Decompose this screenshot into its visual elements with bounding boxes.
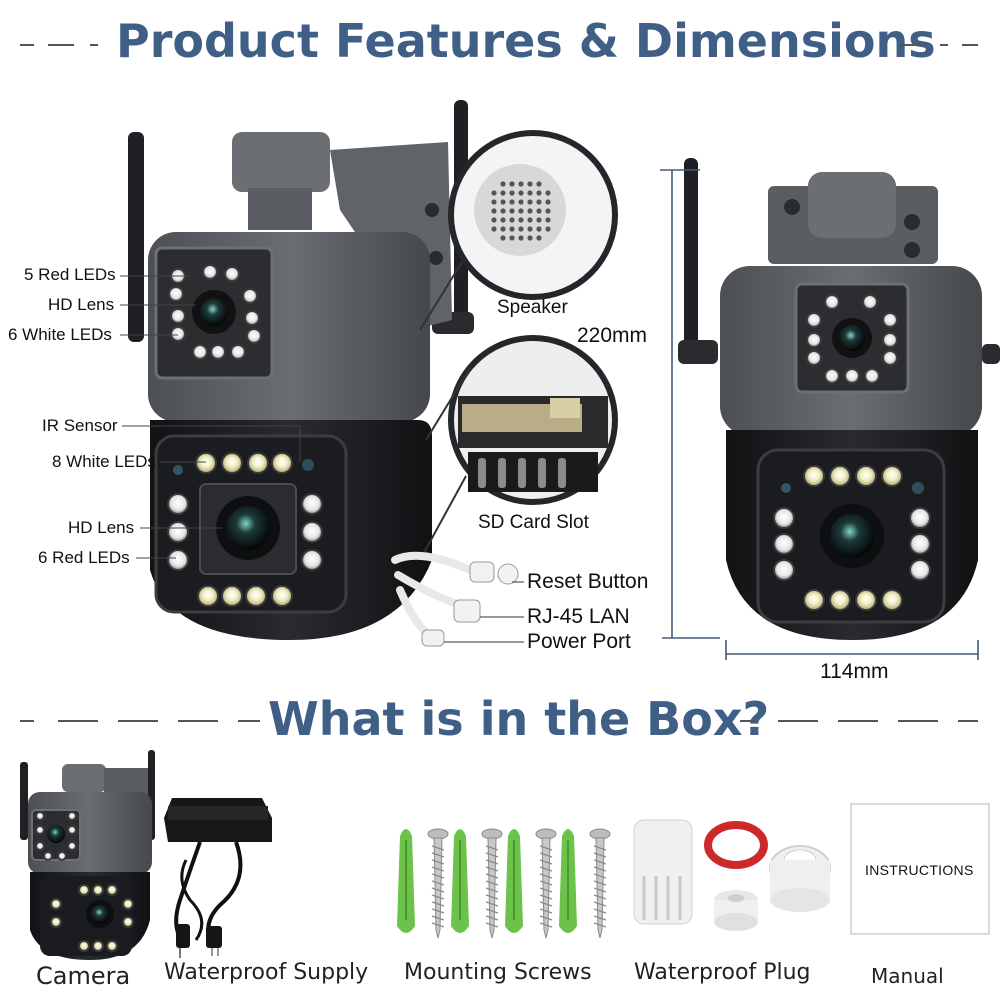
label-bottom-hd-lens: HD Lens <box>68 518 135 537</box>
divider <box>90 44 98 46</box>
caption-waterproof-plug: Waterproof Plug <box>634 960 811 985</box>
label-power-port: Power Port <box>527 630 631 653</box>
label-top-hd-lens: HD Lens <box>48 295 115 314</box>
antenna-left <box>128 132 144 342</box>
camera-side-view <box>678 158 1000 640</box>
label-sd-card-slot: SD Card Slot <box>478 512 589 533</box>
label-bottom-red-leds: 6 Red LEDs <box>38 548 130 567</box>
dimension-height: 220mm <box>577 324 648 347</box>
caption-mounting-screws: Mounting Screws <box>404 960 592 985</box>
divider <box>958 720 978 722</box>
divider <box>118 720 158 722</box>
box-screws-and-anchors <box>397 828 611 939</box>
divider <box>900 44 926 46</box>
divider <box>58 720 98 722</box>
caption-camera: Camera <box>36 962 131 990</box>
box-camera <box>20 750 155 960</box>
divider <box>238 720 260 722</box>
caption-manual: Manual <box>871 964 944 988</box>
divider <box>962 44 978 46</box>
divider <box>20 44 34 46</box>
divider <box>940 44 948 46</box>
box-manual <box>850 803 990 935</box>
label-top-white-leds: 6 White LEDs <box>8 325 112 344</box>
divider <box>178 720 218 722</box>
divider <box>48 44 74 46</box>
label-reset-button: Reset Button <box>527 570 649 593</box>
section-title-box: What is in the Box? <box>268 692 770 746</box>
divider <box>778 720 818 722</box>
camera-front-view <box>128 100 474 640</box>
section-title-features: Product Features & Dimensions <box>116 14 936 68</box>
speaker-detail <box>448 130 618 300</box>
divider <box>838 720 878 722</box>
divider <box>898 720 938 722</box>
dimension-lines <box>660 169 979 660</box>
dimension-width: 114mm <box>820 660 889 683</box>
box-waterproof-plug <box>633 819 831 931</box>
label-ir-sensor: IR Sensor <box>42 416 118 435</box>
manual-cover-text: INSTRUCTIONS <box>865 862 974 878</box>
divider <box>740 720 754 722</box>
divider <box>20 720 34 722</box>
label-speaker: Speaker <box>497 297 568 318</box>
box-power-supply <box>164 798 272 958</box>
label-bottom-white-leds: 8 White LEDs <box>52 452 156 471</box>
label-top-red-leds: 5 Red LEDs <box>24 265 116 284</box>
caption-waterproof-supply: Waterproof Supply <box>164 960 369 985</box>
label-rj45-lan: RJ-45 LAN <box>527 605 630 628</box>
sd-card-detail <box>448 335 618 505</box>
